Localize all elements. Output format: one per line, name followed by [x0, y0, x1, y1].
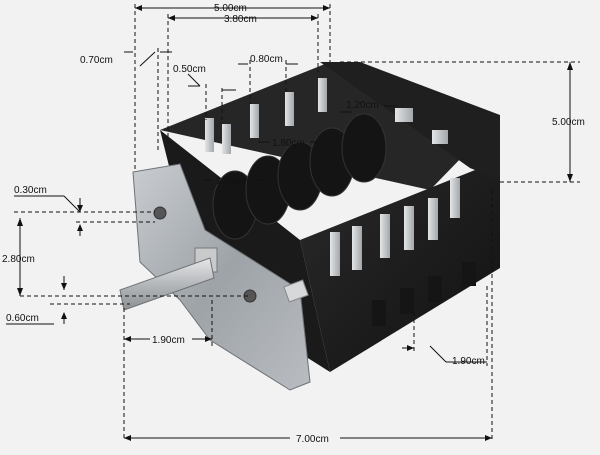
- foot-2: [400, 288, 414, 314]
- arrow: [323, 5, 330, 11]
- top-terminal-5: [318, 78, 327, 112]
- cam-5: [341, 113, 387, 183]
- top-terminal-2: [222, 124, 231, 154]
- arrow: [168, 15, 175, 21]
- arrow: [61, 312, 67, 319]
- arrow: [17, 288, 23, 296]
- top-terminals: [205, 78, 448, 154]
- label-hole-spacing: 2.80cm: [2, 254, 35, 265]
- label-cam-span-low: 1.50cm: [216, 176, 249, 187]
- foot-3: [428, 276, 442, 302]
- arrow: [485, 435, 492, 441]
- label-left-offset: 0.70cm: [80, 55, 113, 66]
- leader: [63, 195, 81, 213]
- switch-body: [119, 62, 500, 391]
- front-terminal-1: [330, 232, 340, 276]
- plate-hole-top: [153, 206, 167, 220]
- label-total-length: 7.00cm: [296, 434, 329, 445]
- top-clip-far-right: [432, 130, 448, 144]
- arrow: [567, 62, 573, 70]
- arrow: [77, 205, 83, 212]
- label-foot-width: 1.90cm: [452, 356, 485, 367]
- front-terminal-3: [380, 214, 390, 258]
- label-hole-offset: 0.30cm: [14, 185, 47, 196]
- top-terminal-1: [205, 118, 214, 152]
- label-shaft-length: 1.90cm: [152, 335, 185, 346]
- foot-1: [372, 300, 386, 326]
- label-terminal-pitch: 0.80cm: [250, 54, 283, 65]
- shaft-rod: [119, 257, 215, 311]
- arrow: [567, 174, 573, 182]
- arrow: [205, 336, 212, 342]
- label-cam-gap: 1.20cm: [346, 100, 379, 111]
- arrow: [124, 435, 131, 441]
- dimension-annotations: 5.00cm 3.80cm 0.70cm 0.50cm 0.80cm 1.20c: [2, 3, 585, 445]
- arrow: [124, 336, 131, 342]
- bottom-feet: [372, 262, 476, 326]
- plate-clip: [283, 279, 309, 303]
- front-terminal-4: [404, 206, 414, 250]
- label-total-top-width: 5.00cm: [214, 3, 247, 14]
- arrow: [407, 345, 414, 351]
- front-terminal-2: [352, 226, 362, 270]
- shaft: [119, 247, 218, 311]
- label-top-inner-width: 3.80cm: [224, 14, 257, 25]
- arrow: [77, 224, 83, 231]
- arrow: [17, 218, 23, 226]
- leader: [187, 73, 201, 87]
- arrow: [61, 283, 67, 290]
- cam-stack: [212, 113, 387, 240]
- front-terminals: [330, 178, 460, 276]
- arrow: [135, 5, 142, 11]
- arrow: [311, 15, 318, 21]
- leader: [139, 51, 156, 67]
- top-terminal-3: [250, 104, 259, 138]
- label-cam-span: 1.80cm: [272, 138, 305, 149]
- foot-4: [462, 262, 476, 286]
- leader: [429, 345, 447, 363]
- label-shaft-offset: 0.60cm: [6, 313, 39, 324]
- label-height: 5.00cm: [552, 117, 585, 128]
- label-terminal-width: 0.50cm: [173, 64, 206, 75]
- top-terminal-4: [285, 92, 294, 126]
- top-clip-right: [395, 108, 413, 122]
- front-terminal-5: [428, 198, 438, 240]
- front-terminal-6: [450, 178, 460, 218]
